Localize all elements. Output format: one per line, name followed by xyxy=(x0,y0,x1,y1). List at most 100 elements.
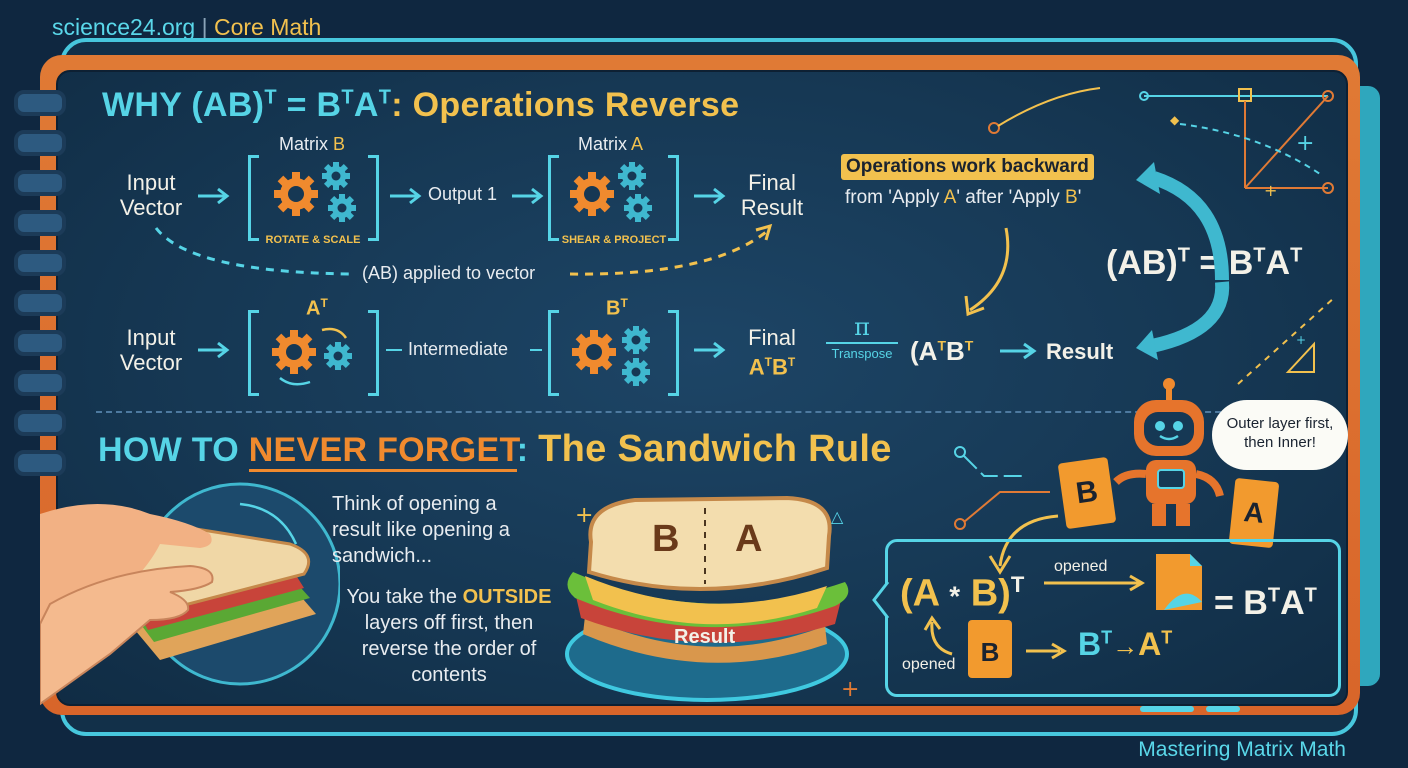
robot-speech-bubble: Outer layer first, then Inner! xyxy=(1212,400,1348,470)
formula-expression: (A * B)T xyxy=(900,572,1024,616)
title-sup: T xyxy=(341,86,354,109)
section1-title: WHY (AB)T = BTAT: Operations Reverse xyxy=(102,86,739,125)
final-sup: T xyxy=(764,355,772,369)
bt-label: BT xyxy=(606,296,628,321)
callout-part: B xyxy=(1065,187,1078,208)
site-header: science24.org | Core Math xyxy=(52,14,321,41)
title-part: : Operations Reverse xyxy=(391,86,740,124)
final-b: B xyxy=(772,354,788,380)
final-label: Final xyxy=(748,325,796,350)
gears-icon xyxy=(272,327,352,386)
ring xyxy=(14,290,66,316)
svg-text:+: + xyxy=(575,503,593,528)
expr-part: B xyxy=(946,336,965,366)
card-b: B xyxy=(1057,456,1117,530)
at-sup: T xyxy=(1161,627,1173,648)
bracket-right xyxy=(668,310,679,396)
circuit-decoration xyxy=(954,446,1050,530)
title-part: : xyxy=(516,431,539,469)
sandwich-letter-a: A xyxy=(735,518,763,560)
ring xyxy=(14,90,66,116)
bracket-right xyxy=(368,155,379,241)
sandwich-text-1: Think of opening a result like opening a… xyxy=(332,493,510,567)
eq-part: (AB) xyxy=(1106,244,1178,282)
eq-part: A xyxy=(1265,244,1291,282)
curved-arrow-icon xyxy=(988,514,1059,575)
ring xyxy=(14,410,66,436)
row1-input-label: Input Vector xyxy=(119,170,183,220)
site-name[interactable]: science24.org xyxy=(52,14,196,40)
ring xyxy=(14,370,66,396)
arrow-right-icon xyxy=(512,187,544,205)
transpose-block: π Transpose xyxy=(822,314,902,361)
transpose-expression: (ATBT xyxy=(910,336,973,367)
triangle-decoration: + xyxy=(1237,297,1335,385)
text-part: OUTSIDE xyxy=(462,586,552,608)
bracket-right xyxy=(668,155,679,241)
dashed-arc-arrow xyxy=(154,223,773,276)
bracket-left xyxy=(248,310,259,396)
ring xyxy=(14,130,66,156)
section-divider xyxy=(96,411,1281,413)
at-part: A xyxy=(1138,626,1162,662)
section2-title: HOW TO NEVER FORGET: The Sandwich Rule xyxy=(98,428,892,472)
final-sup: T xyxy=(787,355,796,369)
sandwich-letter-b: B xyxy=(652,518,680,560)
result-sup: T xyxy=(1267,584,1281,607)
section-name[interactable]: Core Math xyxy=(213,14,322,40)
ring xyxy=(14,250,66,276)
arrow-right-icon xyxy=(1026,642,1067,660)
expr-part: (A xyxy=(910,336,938,366)
gears-icon xyxy=(274,162,356,222)
output1-label: Output 1 xyxy=(428,184,498,204)
arrow-right-icon xyxy=(1000,342,1037,360)
expr-sup: T xyxy=(937,337,946,354)
callout-part: A xyxy=(943,187,957,208)
bracket-left xyxy=(548,155,559,241)
at-sup: T xyxy=(320,296,328,310)
svg-text:△: △ xyxy=(831,507,844,526)
opened-label-bottom: opened xyxy=(902,656,956,673)
bt-part: B xyxy=(1078,626,1102,662)
sandwich-text-2: You take the OUTSIDE layers off first, t… xyxy=(336,584,562,688)
applied-label: (AB) applied to vector xyxy=(362,263,536,283)
matrix-label: Matrix xyxy=(279,134,328,154)
eq-sup: T xyxy=(1177,244,1190,267)
opened-label-top: opened xyxy=(1054,558,1108,575)
title-part: A xyxy=(353,86,379,124)
title-part: = B xyxy=(276,86,342,124)
footer-tagline: Mastering Matrix Math xyxy=(1138,738,1346,761)
bracket-right xyxy=(368,310,379,396)
matrix-a-caption: SHEAR & PROJECT xyxy=(561,234,667,246)
connector-line xyxy=(386,349,402,351)
eq-sup: T xyxy=(1290,244,1303,267)
curved-arrow-icon xyxy=(923,615,953,656)
opened-card-icon xyxy=(1156,554,1202,610)
scroll-indicator xyxy=(1140,706,1194,712)
sandwich-illustration: + △ + xyxy=(565,495,859,702)
hands-sandwich-illustration xyxy=(40,482,340,706)
row2-input-label: Input Vector xyxy=(119,325,183,375)
final-a: A xyxy=(748,354,765,380)
arrow-right-icon xyxy=(694,341,726,359)
final-result-label: Final Result xyxy=(740,170,804,220)
ring xyxy=(14,330,66,356)
expr-part: * xyxy=(949,580,961,612)
arrow-right-icon xyxy=(694,187,726,205)
robot-illustration xyxy=(1113,378,1224,526)
arrow-right-icon xyxy=(198,341,230,359)
bt-letter: B xyxy=(606,297,621,320)
gears-icon xyxy=(570,162,652,222)
ring xyxy=(14,450,66,476)
arrow-right-icon xyxy=(198,187,230,205)
sandwich-result-label: Result xyxy=(674,626,736,648)
intermediate-label: Intermediate xyxy=(408,339,509,359)
expr-part: B) xyxy=(970,572,1011,615)
ring xyxy=(14,170,66,196)
pi-symbol: π xyxy=(854,313,870,341)
expr-sup: T xyxy=(964,337,974,354)
bt-sup: T xyxy=(1101,627,1113,648)
title-part: NEVER FORGET xyxy=(248,431,517,472)
row2-final: Final ATBT xyxy=(734,325,810,379)
arrow-right-icon xyxy=(1044,574,1145,592)
